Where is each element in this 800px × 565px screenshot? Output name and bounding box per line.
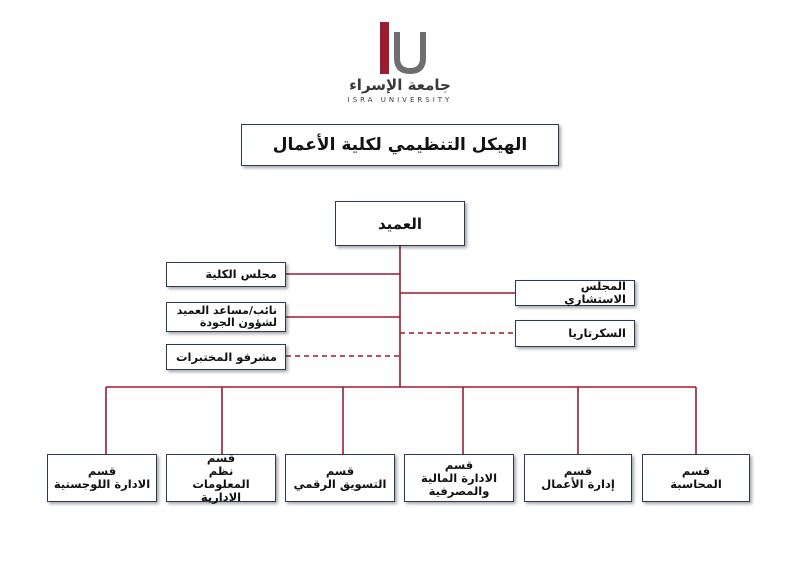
department-prefix: قسم [444, 457, 474, 472]
college-council-box: مجلس الكلية [166, 262, 286, 287]
department-mis-box: قسم نظم المعلومات الادارية [166, 451, 276, 504]
department-prefix: قسم [325, 464, 355, 478]
department-accounting-box: قسم المحاسبة [642, 454, 750, 502]
lab-supervisors-box: مشرفو المختبرات [166, 344, 286, 370]
university-logo [350, 18, 460, 110]
department-logistics-box: قسم الادارة اللوجستية [47, 454, 157, 502]
advisory-council-box: المجلس الاستشاري [515, 280, 635, 306]
logo-letter-i [380, 22, 389, 74]
department-name: نظم المعلومات الادارية [192, 464, 250, 504]
department-finance-banking-box: قسم الادارة المالية والمصرفية [404, 454, 514, 502]
department-name: المحاسبة [670, 477, 722, 491]
logo-letter-u [394, 32, 426, 74]
department-prefix: قسم [206, 451, 236, 465]
secretariat-box: السكرتاريا [515, 320, 635, 347]
university-name-en: ISRA UNIVERSITY [347, 96, 453, 104]
department-name: إدارة الأعمال [541, 477, 615, 491]
department-prefix: قسم [563, 464, 593, 478]
department-name: الادارة المالية والمصرفية [420, 470, 498, 498]
department-name: الادارة اللوجستية [53, 477, 151, 491]
department-prefix: قسم [681, 464, 711, 478]
vice-dean-box: نائب/مساعد العميد لشؤون الجودة [166, 302, 286, 332]
department-digital-marketing-box: قسم التسويق الرقمي [285, 454, 395, 502]
university-name-ar: جامعة الإسراء [349, 76, 451, 94]
iu-logo-mark [380, 22, 426, 74]
page-title: الهيكل التنظيمي لكلية الأعمال [241, 124, 559, 166]
dean-box: العميد [335, 201, 465, 246]
department-prefix: قسم [87, 464, 117, 478]
department-name: التسويق الرقمي [293, 477, 387, 491]
department-business-admin-box: قسم إدارة الأعمال [524, 454, 632, 502]
